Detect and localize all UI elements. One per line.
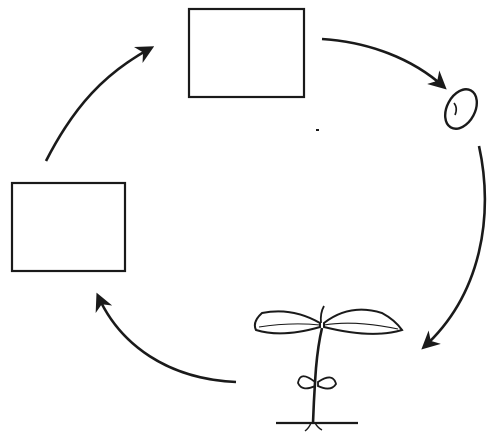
left-stage-box [10, 181, 127, 273]
arrow-left-to-top [44, 46, 155, 162]
seed-drawing [443, 88, 479, 130]
top-stage-box [187, 7, 306, 99]
arrow-seedling-to-left [95, 292, 237, 384]
arrow-seed-to-seedling [421, 145, 487, 350]
seedling-drawing [253, 305, 404, 432]
arrow-top-to-seed [321, 37, 447, 90]
